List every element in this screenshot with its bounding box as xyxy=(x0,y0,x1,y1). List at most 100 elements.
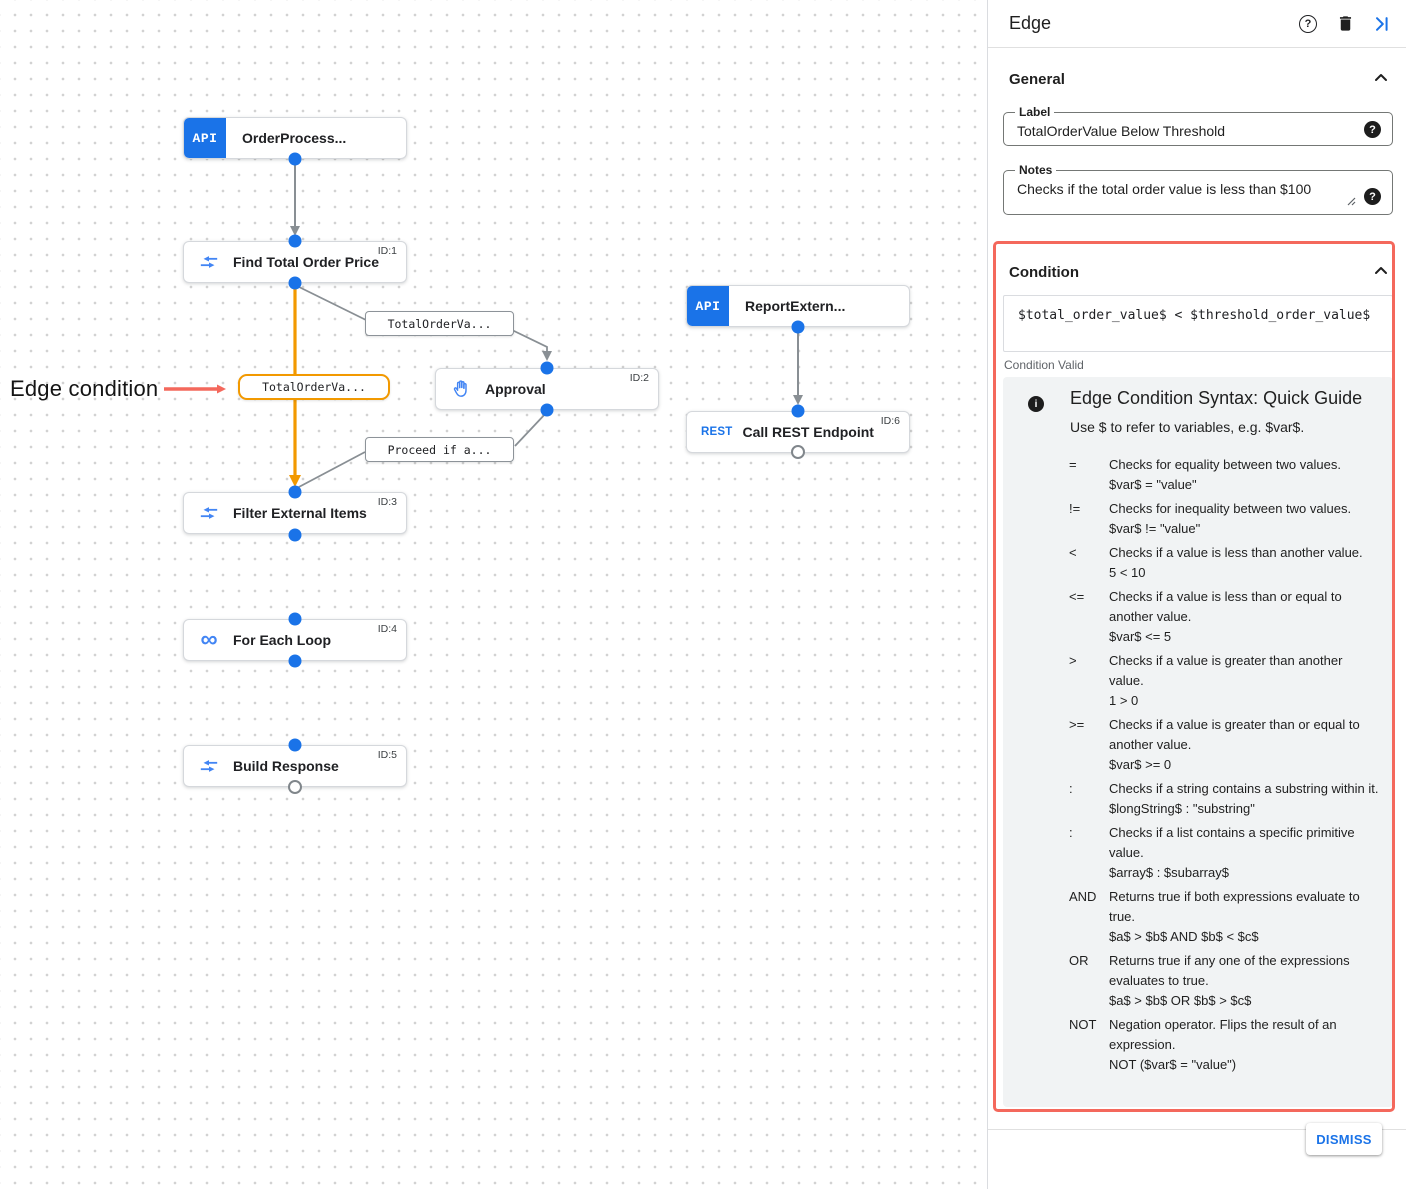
data-mapping-icon xyxy=(199,756,219,776)
guide-row: >= Checks if a value is greater than or e… xyxy=(1069,715,1379,775)
rest-icon: REST xyxy=(701,426,733,438)
node-id: ID:1 xyxy=(377,245,397,257)
edge-find-to-label xyxy=(294,284,367,321)
notes-help-icon[interactable]: ? xyxy=(1364,188,1381,205)
guide-text: Returns true if both expressions evaluat… xyxy=(1109,887,1379,947)
node-title: Find Total Order Price xyxy=(233,254,379,270)
node-title: For Each Loop xyxy=(233,632,331,648)
guide-text: Checks if a value is less than another v… xyxy=(1109,543,1379,583)
guide-example: $var$ >= 0 xyxy=(1109,757,1172,772)
node-for-each-loop[interactable]: ID:4 ∞ For Each Loop xyxy=(183,619,407,661)
loop-icon: ∞ xyxy=(199,628,219,652)
api-icon-label: API xyxy=(192,130,218,146)
edge-config-panel: Edge ? General Label TotalOrderValue Bel… xyxy=(987,0,1406,1189)
condition-section-header[interactable]: Condition xyxy=(1009,263,1390,282)
dismiss-button[interactable]: DISMISS xyxy=(1306,1123,1382,1155)
guide-operator: OR xyxy=(1069,953,1089,968)
guide-operator: = xyxy=(1069,457,1077,472)
help-icon[interactable]: ? xyxy=(1297,13,1319,35)
guide-desc: Checks if a value is less than or equal … xyxy=(1109,589,1342,624)
general-section-header[interactable]: General xyxy=(1009,70,1390,89)
condition-status: Condition Valid xyxy=(1004,358,1084,372)
info-icon: i xyxy=(1028,396,1044,412)
delete-icon[interactable] xyxy=(1334,13,1356,35)
guide-desc: Checks if a value is greater than anothe… xyxy=(1109,653,1343,688)
guide-desc: Checks if a string contains a substring … xyxy=(1109,781,1379,796)
data-mapping-icon xyxy=(199,503,219,523)
node-approval[interactable]: ID:2 Approval xyxy=(435,368,659,410)
general-heading: General xyxy=(1009,71,1065,88)
node-orderprocess-trigger[interactable]: API OrderProcess... xyxy=(183,117,407,159)
node-find-total-order-price[interactable]: ID:1 Find Total Order Price xyxy=(183,241,407,283)
edge-label-chip-totalorderva[interactable]: TotalOrderVa... xyxy=(365,311,514,336)
chevron-up-icon[interactable] xyxy=(1372,263,1390,282)
guide-text: Checks if a value is less than or equal … xyxy=(1109,587,1379,647)
edge-label-chip-proceed[interactable]: Proceed if a... xyxy=(365,437,514,462)
edge-label-to-filter xyxy=(296,451,366,489)
guide-desc: Checks if a value is less than another v… xyxy=(1109,545,1363,560)
label-help-icon[interactable]: ? xyxy=(1364,121,1381,138)
chevron-up-icon[interactable] xyxy=(1372,70,1390,89)
guide-operator: : xyxy=(1069,825,1073,840)
guide-desc: Checks if a value is greater than or equ… xyxy=(1109,717,1360,752)
guide-rows: = Checks for equality between two values.… xyxy=(1069,455,1379,1075)
node-id: ID:6 xyxy=(880,415,900,427)
label-field[interactable]: Label TotalOrderValue Below Threshold ? xyxy=(1003,105,1393,146)
guide-desc: Checks if a list contains a specific pri… xyxy=(1109,825,1355,860)
help-glyph: ? xyxy=(1299,14,1317,33)
guide-example: $var$ <= 5 xyxy=(1109,629,1172,644)
guide-operator: NOT xyxy=(1069,1017,1097,1032)
guide-desc: Checks for equality between two values. xyxy=(1109,457,1341,472)
edge-approval-to-label xyxy=(514,411,548,447)
edge-label-chip-selected[interactable]: TotalOrderVa... xyxy=(238,374,390,400)
guide-example: $a$ > $b$ OR $b$ > $c$ xyxy=(1109,993,1252,1008)
guide-row: <Checks if a value is less than another … xyxy=(1069,543,1379,583)
guide-row: != Checks for inequality between two valu… xyxy=(1069,499,1379,539)
annotation-edge-condition-label: Edge condition xyxy=(10,376,159,401)
node-filter-external-items[interactable]: ID:3 Filter External Items xyxy=(183,492,407,534)
guide-operator: : xyxy=(1069,781,1073,796)
guide-title: Edge Condition Syntax: Quick Guide xyxy=(1070,388,1363,408)
resize-handle-icon[interactable] xyxy=(1346,193,1356,211)
node-build-response[interactable]: ID:5 Build Response xyxy=(183,745,407,787)
guide-row: NOT Negation operator. Flips the result o… xyxy=(1069,1015,1379,1075)
guide-desc: Returns true if both expressions evaluat… xyxy=(1109,889,1360,924)
guide-example: $a$ > $b$ AND $b$ < $c$ xyxy=(1109,929,1259,944)
node-title: Filter External Items xyxy=(233,505,367,521)
label-field-value[interactable]: TotalOrderValue Below Threshold xyxy=(1017,123,1226,139)
notes-field[interactable]: Notes Checks if the total order value is… xyxy=(1003,163,1393,215)
syntax-quick-guide: i Edge Condition Syntax: Quick Guide Use… xyxy=(1003,377,1393,1107)
panel-header-actions: ? xyxy=(1297,13,1393,35)
guide-subtitle: Use $ to refer to variables, e.g. $var$. xyxy=(1070,419,1305,435)
guide-example: NOT ($var$ = "value") xyxy=(1109,1057,1237,1072)
collapse-panel-icon[interactable] xyxy=(1371,13,1393,35)
guide-text: Checks if a value is greater than or equ… xyxy=(1109,715,1379,775)
guide-row: > Checks if a value is greater than anoth… xyxy=(1069,651,1379,711)
guide-operator: > xyxy=(1069,653,1077,668)
notes-field-value[interactable]: Checks if the total order value is less … xyxy=(1017,181,1312,197)
guide-text: Checks if a list contains a specific pri… xyxy=(1109,823,1379,883)
node-call-rest-endpoint[interactable]: ID:6 REST Call REST Endpoint xyxy=(686,411,910,453)
guide-example: 1 > 0 xyxy=(1109,693,1139,708)
flow-canvas[interactable]: API OrderProcess... ID:1 Find Total Orde… xyxy=(0,0,987,1189)
guide-text: Negation operator. Flips the result of a… xyxy=(1109,1015,1379,1075)
notes-field-label: Notes xyxy=(1015,163,1057,177)
guide-operator: >= xyxy=(1069,717,1085,732)
condition-expression-input[interactable]: $total_order_value$ < $threshold_order_v… xyxy=(1003,295,1393,352)
panel-header: Edge ? xyxy=(988,0,1406,48)
node-id: ID:3 xyxy=(377,496,397,508)
guide-row: <=Checks if a value is less than or equa… xyxy=(1069,587,1379,647)
api-trigger-icon: API xyxy=(184,118,226,158)
node-id: ID:5 xyxy=(377,749,397,761)
guide-text: Checks if a value is greater than anothe… xyxy=(1109,651,1379,711)
guide-text: Checks for equality between two values.$… xyxy=(1109,455,1379,495)
node-title: Call REST Endpoint xyxy=(742,424,874,440)
data-mapping-icon xyxy=(199,252,219,272)
guide-operator: != xyxy=(1069,501,1081,516)
api-icon-label: API xyxy=(695,298,721,314)
guide-text: Returns true if any one of the expressio… xyxy=(1109,951,1379,1011)
guide-desc: Checks for inequality between two values… xyxy=(1109,501,1352,516)
node-reportexternal-trigger[interactable]: API ReportExtern... xyxy=(686,285,910,327)
